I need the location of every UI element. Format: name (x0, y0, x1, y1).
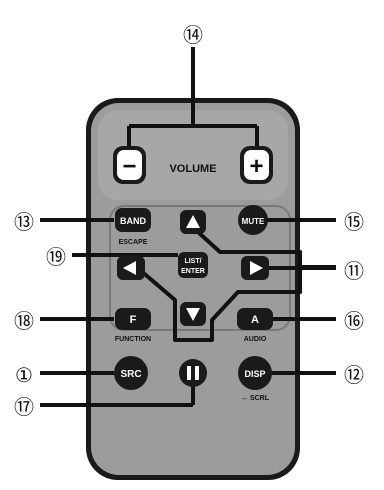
up-arrow-icon (186, 215, 200, 228)
band-label: BAND (120, 216, 146, 226)
right-button[interactable] (241, 256, 269, 280)
callout-11: ⑪ (344, 260, 364, 283)
callout-15: ⑮ (344, 211, 364, 234)
a-button[interactable]: A (237, 308, 273, 330)
list-label: LIST/ (184, 258, 201, 265)
remote-top-panel (98, 110, 288, 200)
volume-label: VOLUME (169, 163, 216, 175)
function-label: FUNCTION (115, 336, 151, 343)
callout-16: ⑯ (344, 310, 364, 333)
mute-label: MUTE (242, 217, 265, 226)
src-label: SRC (120, 369, 141, 380)
callout-19: ⑲ (46, 246, 66, 269)
volume-minus-label: − (122, 153, 136, 180)
left-button[interactable] (117, 256, 145, 280)
left-arrow-icon (123, 261, 136, 275)
pause-icon (187, 366, 191, 380)
callout-17: ⑰ (14, 396, 34, 419)
disp-label: DISP (244, 369, 265, 379)
scrl-label: ↔ SCRL (241, 395, 270, 402)
f-label: F (130, 314, 137, 326)
band-button[interactable]: BAND (115, 208, 151, 232)
callout-12: ⑫ (344, 364, 364, 387)
down-arrow-icon (186, 308, 200, 321)
audio-label: AUDIO (244, 336, 267, 343)
callout-13: ⑬ (14, 211, 34, 234)
mute-button[interactable]: MUTE (238, 205, 268, 235)
list-enter-button[interactable]: LIST/ ENTER (178, 252, 208, 278)
volume-plus-button[interactable]: + (240, 146, 273, 184)
volume-plus-label: + (249, 153, 263, 180)
volume-minus-button[interactable]: − (113, 146, 146, 184)
src-button[interactable]: SRC (114, 356, 148, 390)
callout-18: ⑱ (14, 310, 34, 333)
enter-label: ENTER (181, 268, 205, 275)
disp-button[interactable]: DISP (238, 356, 272, 390)
escape-label: ESCAPE (119, 239, 148, 246)
pause-icon-bar (195, 366, 199, 380)
f-button[interactable]: F (115, 308, 151, 330)
callout-1: ① (15, 365, 33, 387)
up-button[interactable] (180, 210, 206, 234)
pause-button[interactable] (179, 359, 207, 387)
a-label: A (251, 314, 259, 326)
callout-line-11-left-down (138, 268, 302, 342)
callout-14: ⑭ (183, 24, 203, 47)
right-arrow-icon (250, 261, 263, 275)
down-button[interactable] (180, 302, 206, 326)
